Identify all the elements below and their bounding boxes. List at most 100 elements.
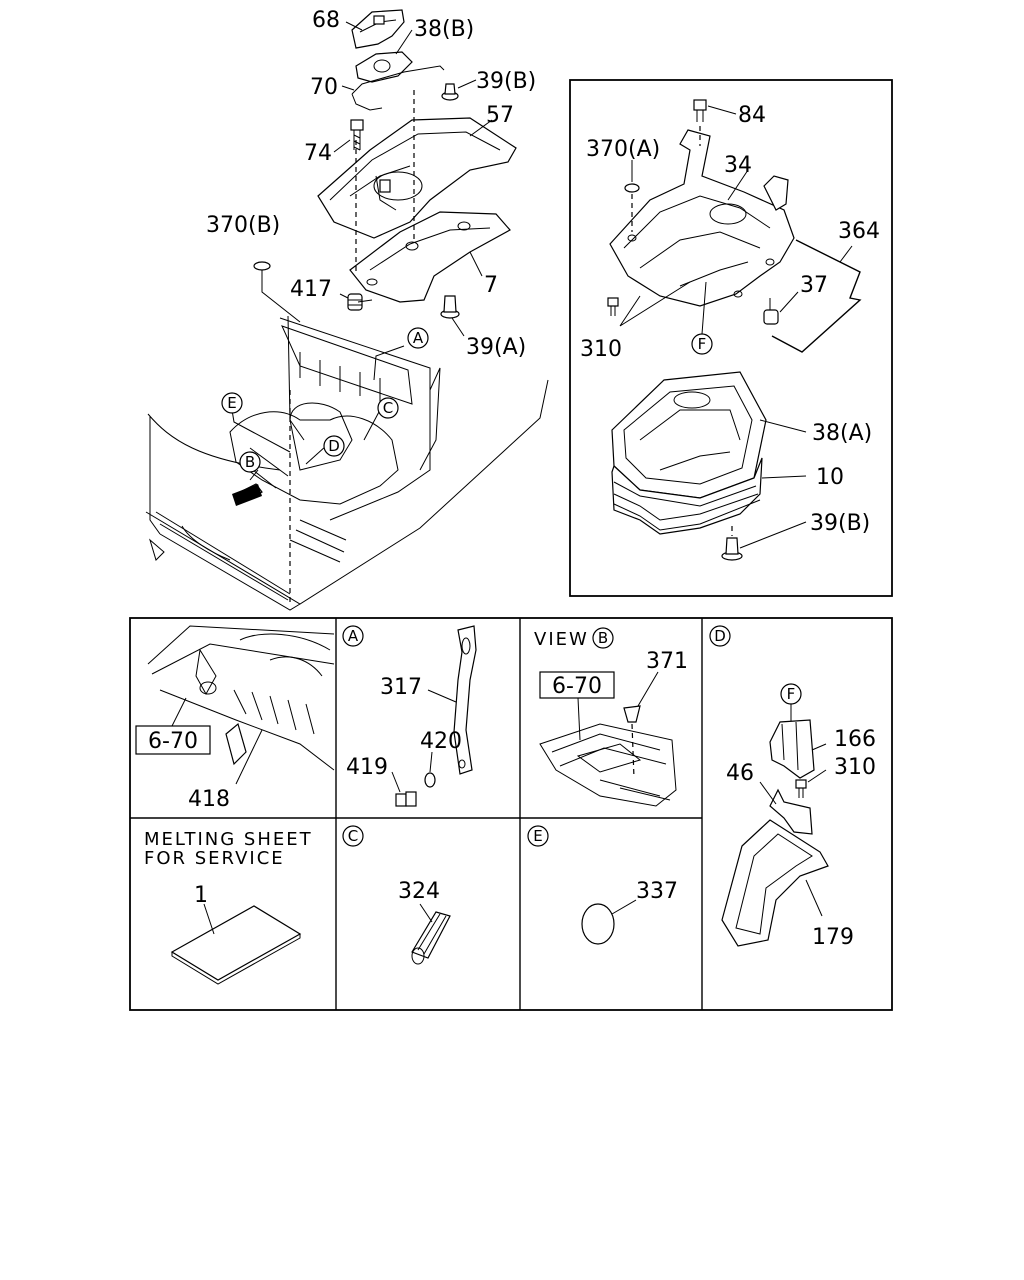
part-370a-plug xyxy=(624,183,640,193)
callout-310: 310 xyxy=(580,337,622,362)
callout-39b: 39(B) xyxy=(810,511,870,536)
callout-418: 418 xyxy=(188,787,230,812)
panel-c: C 324 xyxy=(342,825,451,965)
view-label: VIEW xyxy=(534,629,589,650)
panel-d-letter: D xyxy=(714,627,726,645)
panel-e-letter: E xyxy=(533,827,542,845)
part-371-clip xyxy=(623,705,641,723)
panel-melting-sheet: MELTING SHEET FOR SERVICE 1 xyxy=(144,829,313,985)
ref-letter-d: D xyxy=(328,437,340,455)
callout-310-d: 310 xyxy=(834,755,876,780)
callout-57: 57 xyxy=(486,103,514,128)
part-74-bolt xyxy=(350,119,364,151)
part-310-screw-d xyxy=(795,779,807,798)
callout-166: 166 xyxy=(834,727,876,752)
callout-37: 37 xyxy=(800,273,828,298)
part-39a-clip xyxy=(440,295,460,319)
melting-line2: FOR SERVICE xyxy=(144,848,285,869)
detail-grid: 6-70 418 A 317 420 419 VIEW xyxy=(129,617,893,1011)
part-419-bolt xyxy=(395,791,417,807)
ref-circle-f: F xyxy=(691,333,713,355)
part-37-grommet xyxy=(763,298,779,325)
part-68-bracket xyxy=(351,9,405,49)
panel-b-letter: B xyxy=(598,629,608,647)
part-310-screw xyxy=(607,297,619,316)
part-337-plug xyxy=(581,903,615,945)
ref-circle-a: A xyxy=(407,327,429,349)
callout-74: 74 xyxy=(304,141,332,166)
panel-view-b: VIEW B 6-70 371 xyxy=(534,627,688,807)
callout-7: 7 xyxy=(484,273,498,298)
callout-417: 417 xyxy=(290,277,332,302)
ref-box-label: 6-70 xyxy=(148,729,198,754)
callout-364: 364 xyxy=(838,219,880,244)
ref-circle-c: C xyxy=(377,397,399,419)
part-179-bracket xyxy=(721,819,829,947)
ref-circle-e: E xyxy=(221,392,243,414)
part-370b-plug xyxy=(253,261,271,271)
callout-317: 317 xyxy=(380,675,422,700)
detail-grid-frame xyxy=(129,617,893,1011)
inset-frame xyxy=(569,79,893,597)
inset-leaders xyxy=(619,105,853,549)
panel-c-letter: C xyxy=(348,827,358,845)
part-417-grommet xyxy=(347,293,363,311)
callout-420: 420 xyxy=(420,729,462,754)
callout-1: 1 xyxy=(194,883,208,908)
part-46-bracket xyxy=(769,788,813,835)
ref-circle-d: D xyxy=(323,435,345,457)
callout-46: 46 xyxy=(726,761,754,786)
part-1-sheet xyxy=(170,905,302,981)
ref-letter-e: E xyxy=(227,394,236,412)
callout-10: 10 xyxy=(816,465,844,490)
part-57-shield xyxy=(317,117,517,239)
callout-38b-top: 38(B) xyxy=(414,17,474,42)
callout-70: 70 xyxy=(310,75,338,100)
panel-d-letter-f: F xyxy=(787,685,796,703)
part-39b-clip-inset xyxy=(721,537,743,561)
ref-circle-b: B xyxy=(239,451,261,473)
panel-a-letter: A xyxy=(348,627,359,645)
inset-box: F 84 370(A) 34 364 37 310 38(A) 10 39(B) xyxy=(569,79,893,597)
callout-370a: 370(A) xyxy=(586,137,660,162)
part-34-bracket xyxy=(609,129,795,307)
ref-letter-a: A xyxy=(413,329,424,347)
callout-370b: 370(B) xyxy=(206,213,280,238)
ref-letter-b: B xyxy=(245,453,255,471)
part-364-wire xyxy=(771,239,862,353)
main-leaders xyxy=(231,21,493,481)
part-39b-clip xyxy=(441,83,459,101)
part-38a-10-tray xyxy=(611,371,767,535)
ref-box-label-b: 6-70 xyxy=(552,674,602,699)
part-317-strap xyxy=(453,625,477,775)
callout-38a: 38(A) xyxy=(812,421,872,446)
callout-84: 84 xyxy=(738,103,766,128)
part-38b-gasket xyxy=(351,51,445,111)
part-420-washer xyxy=(424,772,436,788)
ref-box-6-70 xyxy=(135,725,211,755)
ref-box-6-70-b xyxy=(539,671,615,699)
callout-39b-top: 39(B) xyxy=(476,69,536,94)
part-166-bracket xyxy=(769,719,815,779)
panel-d: D F 166 310 46 179 xyxy=(709,625,876,950)
panel-a: A 317 420 419 xyxy=(342,625,477,807)
callout-419: 419 xyxy=(346,755,388,780)
callout-337: 337 xyxy=(636,879,678,904)
melting-line1: MELTING SHEET xyxy=(144,829,313,850)
callout-179: 179 xyxy=(812,925,854,950)
panel-floor: 6-70 418 xyxy=(135,625,335,812)
callout-68: 68 xyxy=(312,8,340,33)
ref-letter-c: C xyxy=(383,399,393,417)
main-exploded-view: A C D E B 68 38(B) 70 39(B) 57 74 370(B)… xyxy=(145,8,549,611)
callout-34: 34 xyxy=(724,153,752,178)
part-84-bolt xyxy=(693,99,707,122)
part-324-clip xyxy=(411,911,451,959)
callout-371: 371 xyxy=(646,649,688,674)
callout-39a: 39(A) xyxy=(466,335,526,360)
panel-e: E 337 xyxy=(527,825,678,945)
vehicle-floor-body xyxy=(145,315,549,611)
ref-letter-f: F xyxy=(698,335,707,353)
callout-324: 324 xyxy=(398,879,440,904)
